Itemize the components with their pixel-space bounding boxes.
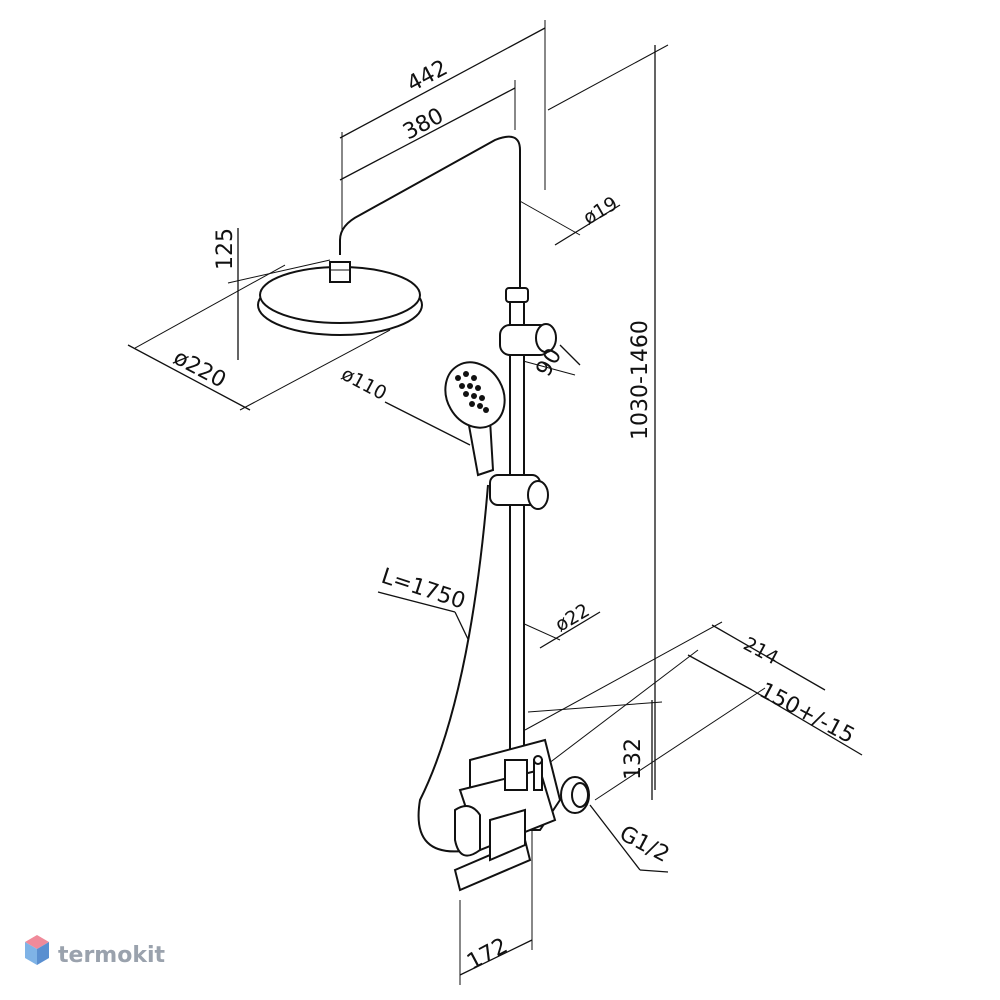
label-rail-height-range: 1030-1460 [628, 320, 653, 440]
label-hand-shower-diameter: ø110 [338, 363, 391, 405]
spray-nozzles [455, 371, 489, 413]
upper-holder [499, 323, 557, 356]
inlet-connector [560, 776, 590, 814]
termokit-logo-icon [25, 935, 49, 965]
label-380: 380 [399, 104, 448, 146]
overhead-shower-head [257, 261, 423, 336]
label-inlet-thread: G1/2 [615, 821, 673, 868]
label-inlet-spacing: 150+/-15 [755, 678, 858, 749]
label-wall-depth: 214 [740, 633, 782, 669]
label-spout-length: 172 [463, 934, 512, 976]
shower-system [257, 135, 590, 892]
label-head-height: 125 [213, 228, 238, 270]
label-head-diameter: ø220 [169, 345, 230, 393]
label-hose-length: L=1750 [378, 564, 468, 615]
label-riser-bottom-diameter: ø22 [552, 599, 594, 636]
lower-holder [489, 474, 549, 510]
hand-shower [444, 361, 506, 477]
label-mixer-height: 132 [621, 738, 646, 780]
termokit-brand-text: termokit [58, 943, 165, 968]
bath-spout [453, 808, 532, 892]
shower-arm [339, 135, 521, 290]
termokit-watermark: termokit [25, 935, 165, 968]
dimension-lines [127, 20, 863, 985]
riser-pipe [505, 287, 529, 751]
diverter-knob[interactable] [533, 755, 543, 791]
label-riser-top-diameter: ø19 [580, 192, 622, 229]
